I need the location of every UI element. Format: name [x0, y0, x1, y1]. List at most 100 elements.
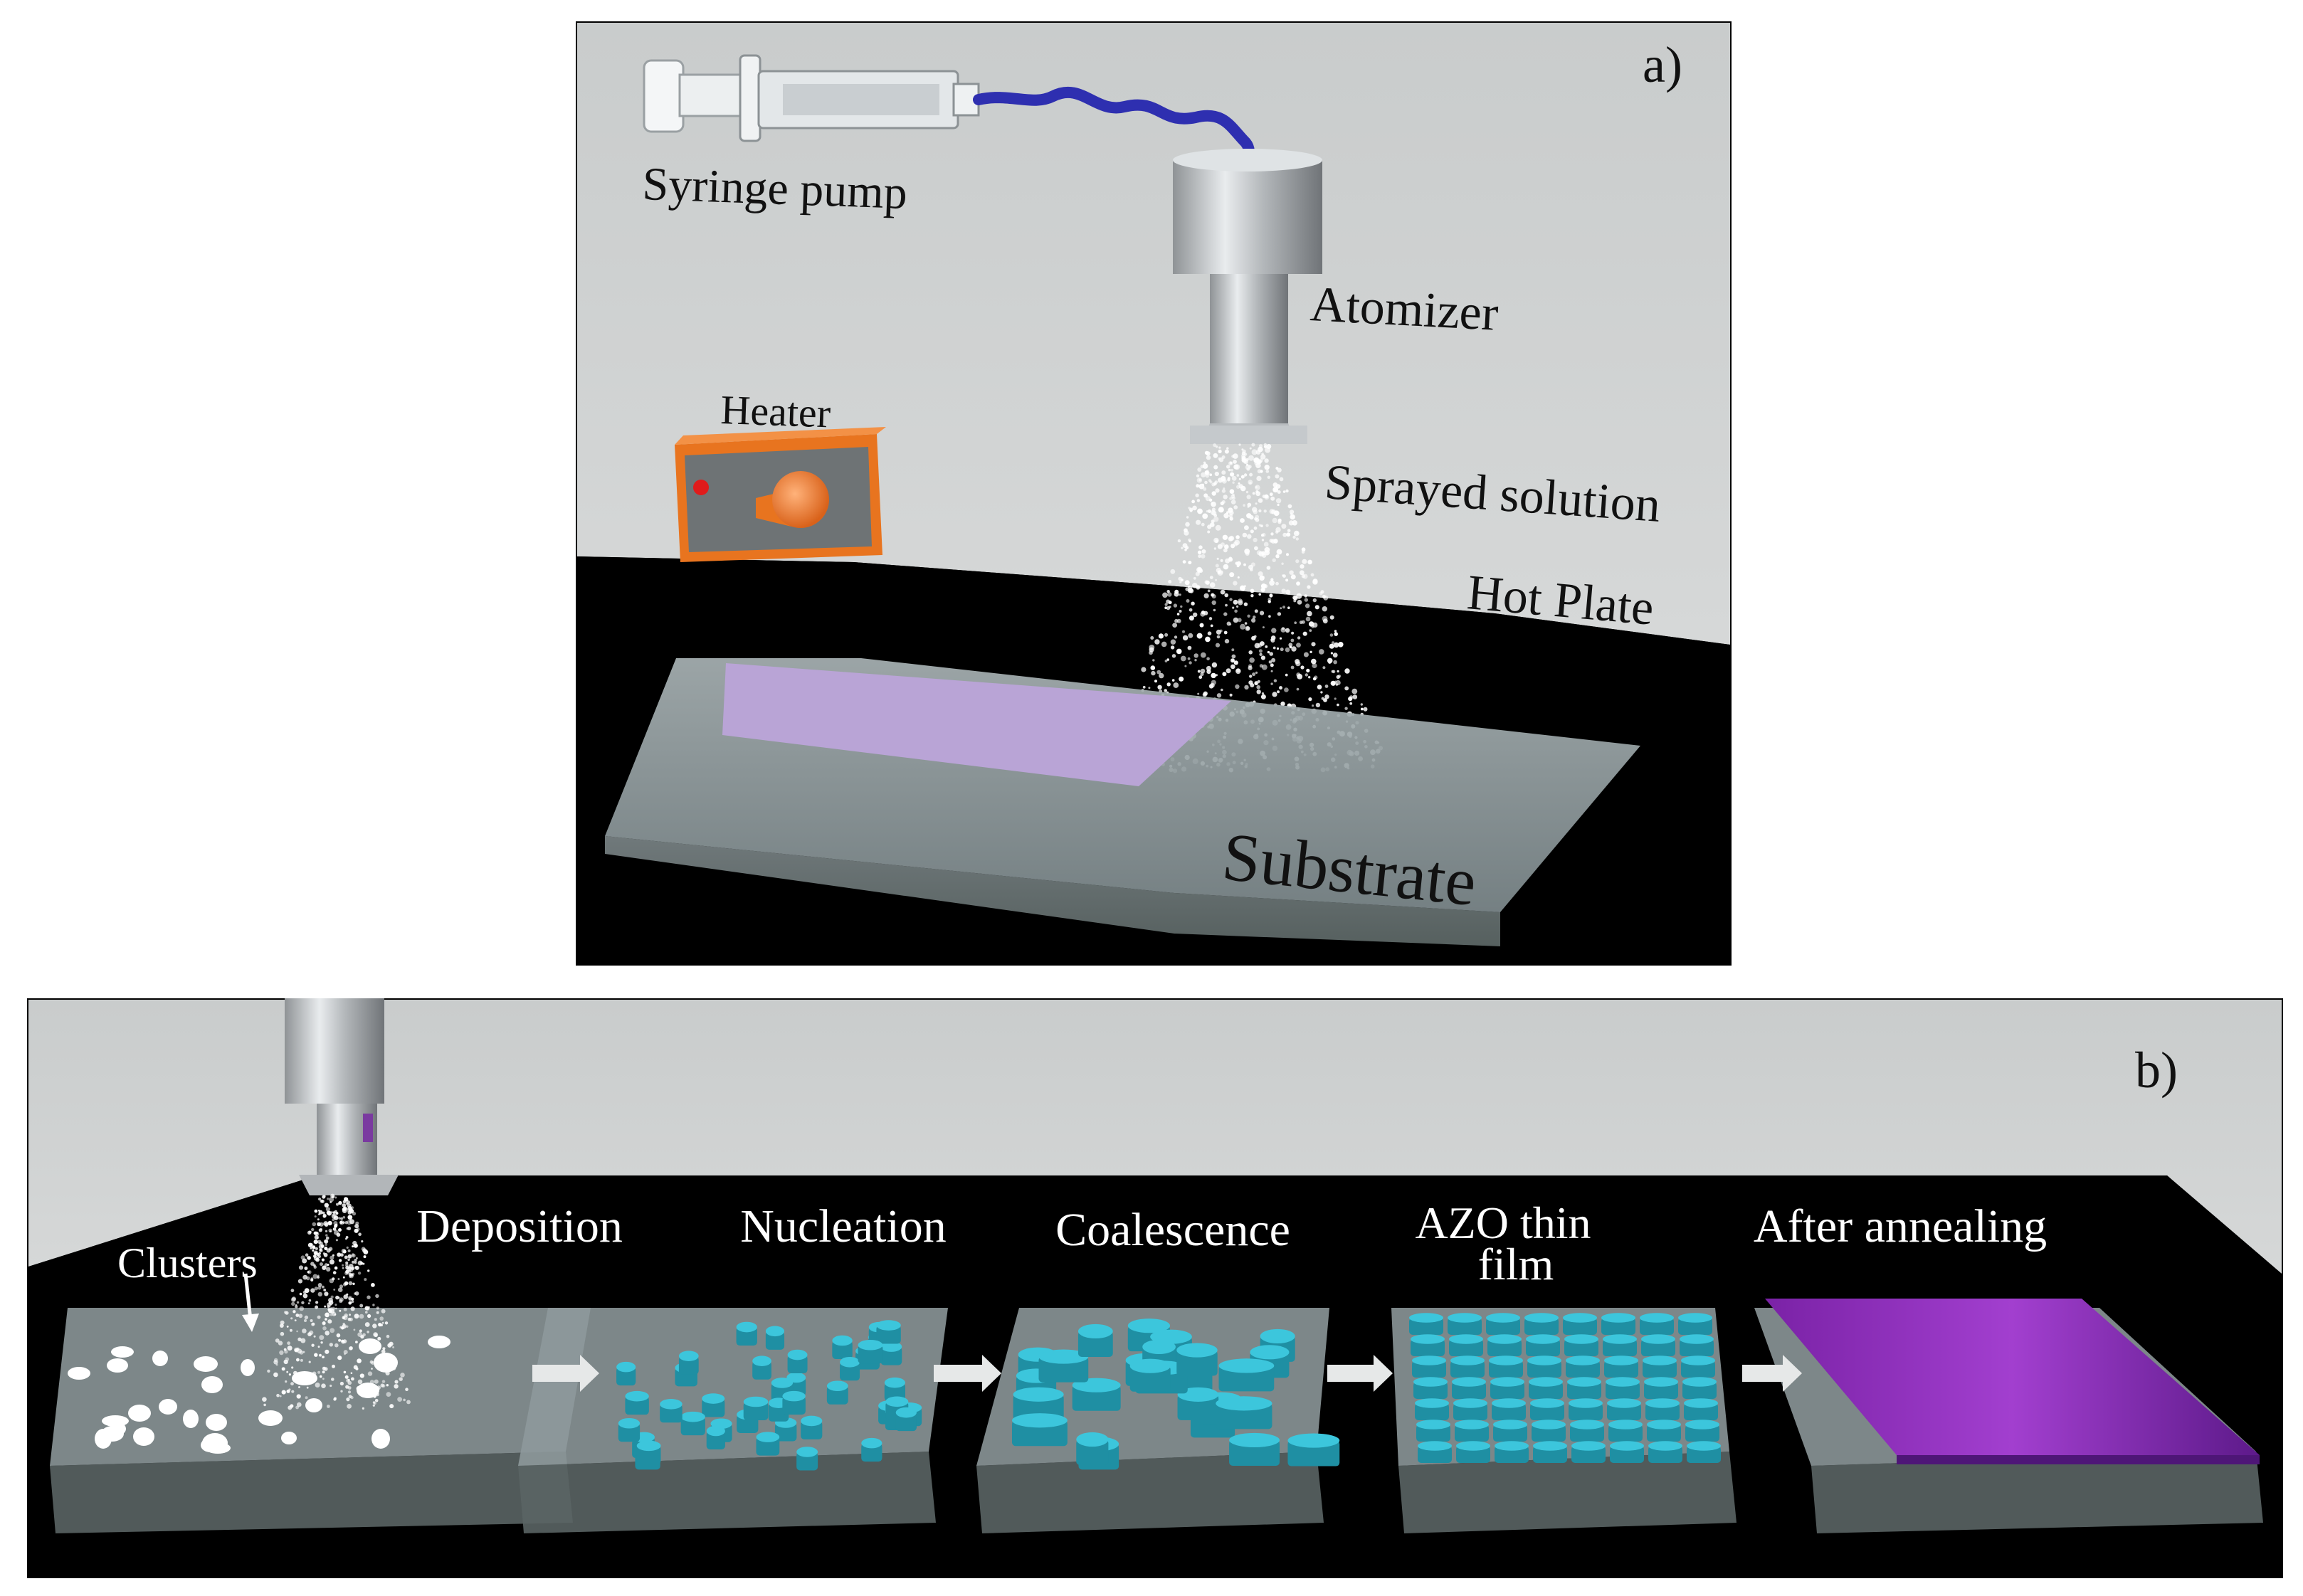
- azo-film-grain-top: [1533, 1441, 1567, 1451]
- spray-droplet: [1221, 688, 1223, 692]
- spray-droplet: [1213, 537, 1219, 544]
- spray-droplet: [1164, 660, 1168, 662]
- spray-droplet: [339, 1220, 343, 1225]
- spray-droplet: [290, 1317, 293, 1320]
- cluster-dot: [101, 1426, 124, 1442]
- spray-droplet: [1215, 578, 1218, 581]
- nucleation-grain-top: [786, 1372, 806, 1383]
- azo-film-grain: [1643, 1360, 1677, 1378]
- spray-droplet: [1170, 569, 1176, 574]
- spray-droplet: [318, 1210, 323, 1215]
- spray-droplet: [328, 1247, 333, 1251]
- substrate-annealed-side: [1811, 1452, 2263, 1533]
- spray-droplet: [324, 1222, 329, 1227]
- cluster-dot: [111, 1346, 134, 1358]
- azo-film-grain: [1452, 1382, 1486, 1399]
- coalescence-grain: [1013, 1394, 1064, 1420]
- spray-droplet: [389, 1404, 394, 1409]
- spray-droplet: [1215, 564, 1219, 568]
- azo-film-grain: [1456, 1446, 1490, 1463]
- azo-film-grain: [1412, 1360, 1446, 1378]
- spray-droplet: [1228, 507, 1233, 513]
- azo-film-grain-top: [1563, 1313, 1597, 1323]
- spray-droplet: [1317, 685, 1322, 689]
- spray-droplet: [362, 1248, 367, 1253]
- azo-film-grain-top: [1644, 1377, 1678, 1387]
- spray-droplet: [281, 1390, 286, 1395]
- azo-film-grain-top: [1603, 1334, 1637, 1344]
- coalescence-grain: [1077, 1331, 1113, 1357]
- spray-droplet: [327, 1198, 330, 1200]
- spray-droplet: [350, 1372, 353, 1374]
- spray-droplet: [1260, 587, 1265, 593]
- spray-droplet: [1213, 443, 1217, 448]
- nucleation-grain: [680, 1417, 705, 1436]
- azo-film-grain-top: [1645, 1398, 1680, 1408]
- spray-droplet: [1233, 581, 1238, 586]
- coalescence-grain-top: [1260, 1328, 1295, 1344]
- spray-droplet: [1243, 473, 1248, 477]
- spray-droplet: [314, 1353, 318, 1357]
- spray-droplet: [1196, 633, 1203, 639]
- spray-droplet: [1272, 517, 1277, 524]
- spray-droplet: [1229, 497, 1233, 500]
- spray-droplet: [1174, 591, 1179, 597]
- spray-droplet: [361, 1240, 364, 1243]
- spray-droplet: [1221, 478, 1227, 484]
- spray-droplet: [345, 1236, 349, 1239]
- azo-film-grain: [1487, 1339, 1522, 1356]
- deposited-film: [722, 663, 1231, 786]
- coalescence-grain-top: [1129, 1358, 1171, 1373]
- spray-droplet: [352, 1272, 355, 1276]
- spray-droplet: [1282, 627, 1285, 630]
- panel-a-tag: a): [1643, 36, 1682, 93]
- spray-droplet: [1213, 453, 1218, 458]
- spray-droplet: [1270, 638, 1275, 643]
- spray-droplet: [1149, 645, 1155, 650]
- spray-droplet: [374, 1333, 378, 1338]
- spray-droplet: [1206, 510, 1208, 513]
- spray-droplet: [279, 1395, 282, 1397]
- spray-droplet: [1269, 593, 1273, 598]
- spray-droplet: [392, 1346, 395, 1348]
- spray-droplet: [267, 1369, 270, 1373]
- azo-film-grain: [1532, 1425, 1566, 1442]
- spray-droplet: [358, 1232, 362, 1236]
- spray-droplet: [299, 1292, 302, 1296]
- spray-droplet: [1288, 643, 1293, 648]
- spray-droplet: [1207, 589, 1211, 593]
- azo-film-grain-top: [1412, 1355, 1446, 1365]
- spray-droplet: [1312, 677, 1317, 681]
- spray-droplet: [362, 1407, 364, 1410]
- spray-droplet: [1178, 576, 1182, 581]
- spray-droplet: [262, 1397, 267, 1402]
- nucleation-grain: [765, 1331, 785, 1350]
- spray-droplet: [354, 1265, 359, 1270]
- spray-droplet: [1188, 507, 1191, 509]
- spray-droplet: [1295, 537, 1300, 541]
- spray-droplet: [1287, 504, 1292, 509]
- spray-droplet: [335, 1212, 339, 1215]
- spray-droplet: [1289, 570, 1294, 575]
- spray-droplet: [339, 1299, 343, 1304]
- spray-droplet: [359, 1373, 364, 1378]
- stage-label-after-annealing: After annealing: [1754, 1200, 2047, 1252]
- spray-droplet: [1335, 683, 1339, 686]
- stage-label-azo-thin: AZO thin: [1415, 1198, 1591, 1248]
- spray-droplet: [301, 1301, 305, 1305]
- spray-droplet: [1320, 590, 1324, 594]
- spray-droplet: [1240, 623, 1246, 630]
- nucleation-grain: [801, 1420, 823, 1439]
- spray-droplet: [374, 1392, 376, 1396]
- spray-droplet: [340, 1390, 343, 1393]
- spray-droplet: [1222, 534, 1228, 540]
- spray-droplet: [1264, 465, 1270, 470]
- spray-droplet: [315, 1301, 319, 1304]
- spray-droplet: [354, 1224, 359, 1229]
- nucleation-grain-top: [636, 1440, 661, 1452]
- azo-film-grain: [1687, 1446, 1721, 1463]
- spray-droplet: [1277, 503, 1280, 507]
- spray-droplet: [1189, 661, 1192, 665]
- spray-droplet: [1332, 641, 1335, 645]
